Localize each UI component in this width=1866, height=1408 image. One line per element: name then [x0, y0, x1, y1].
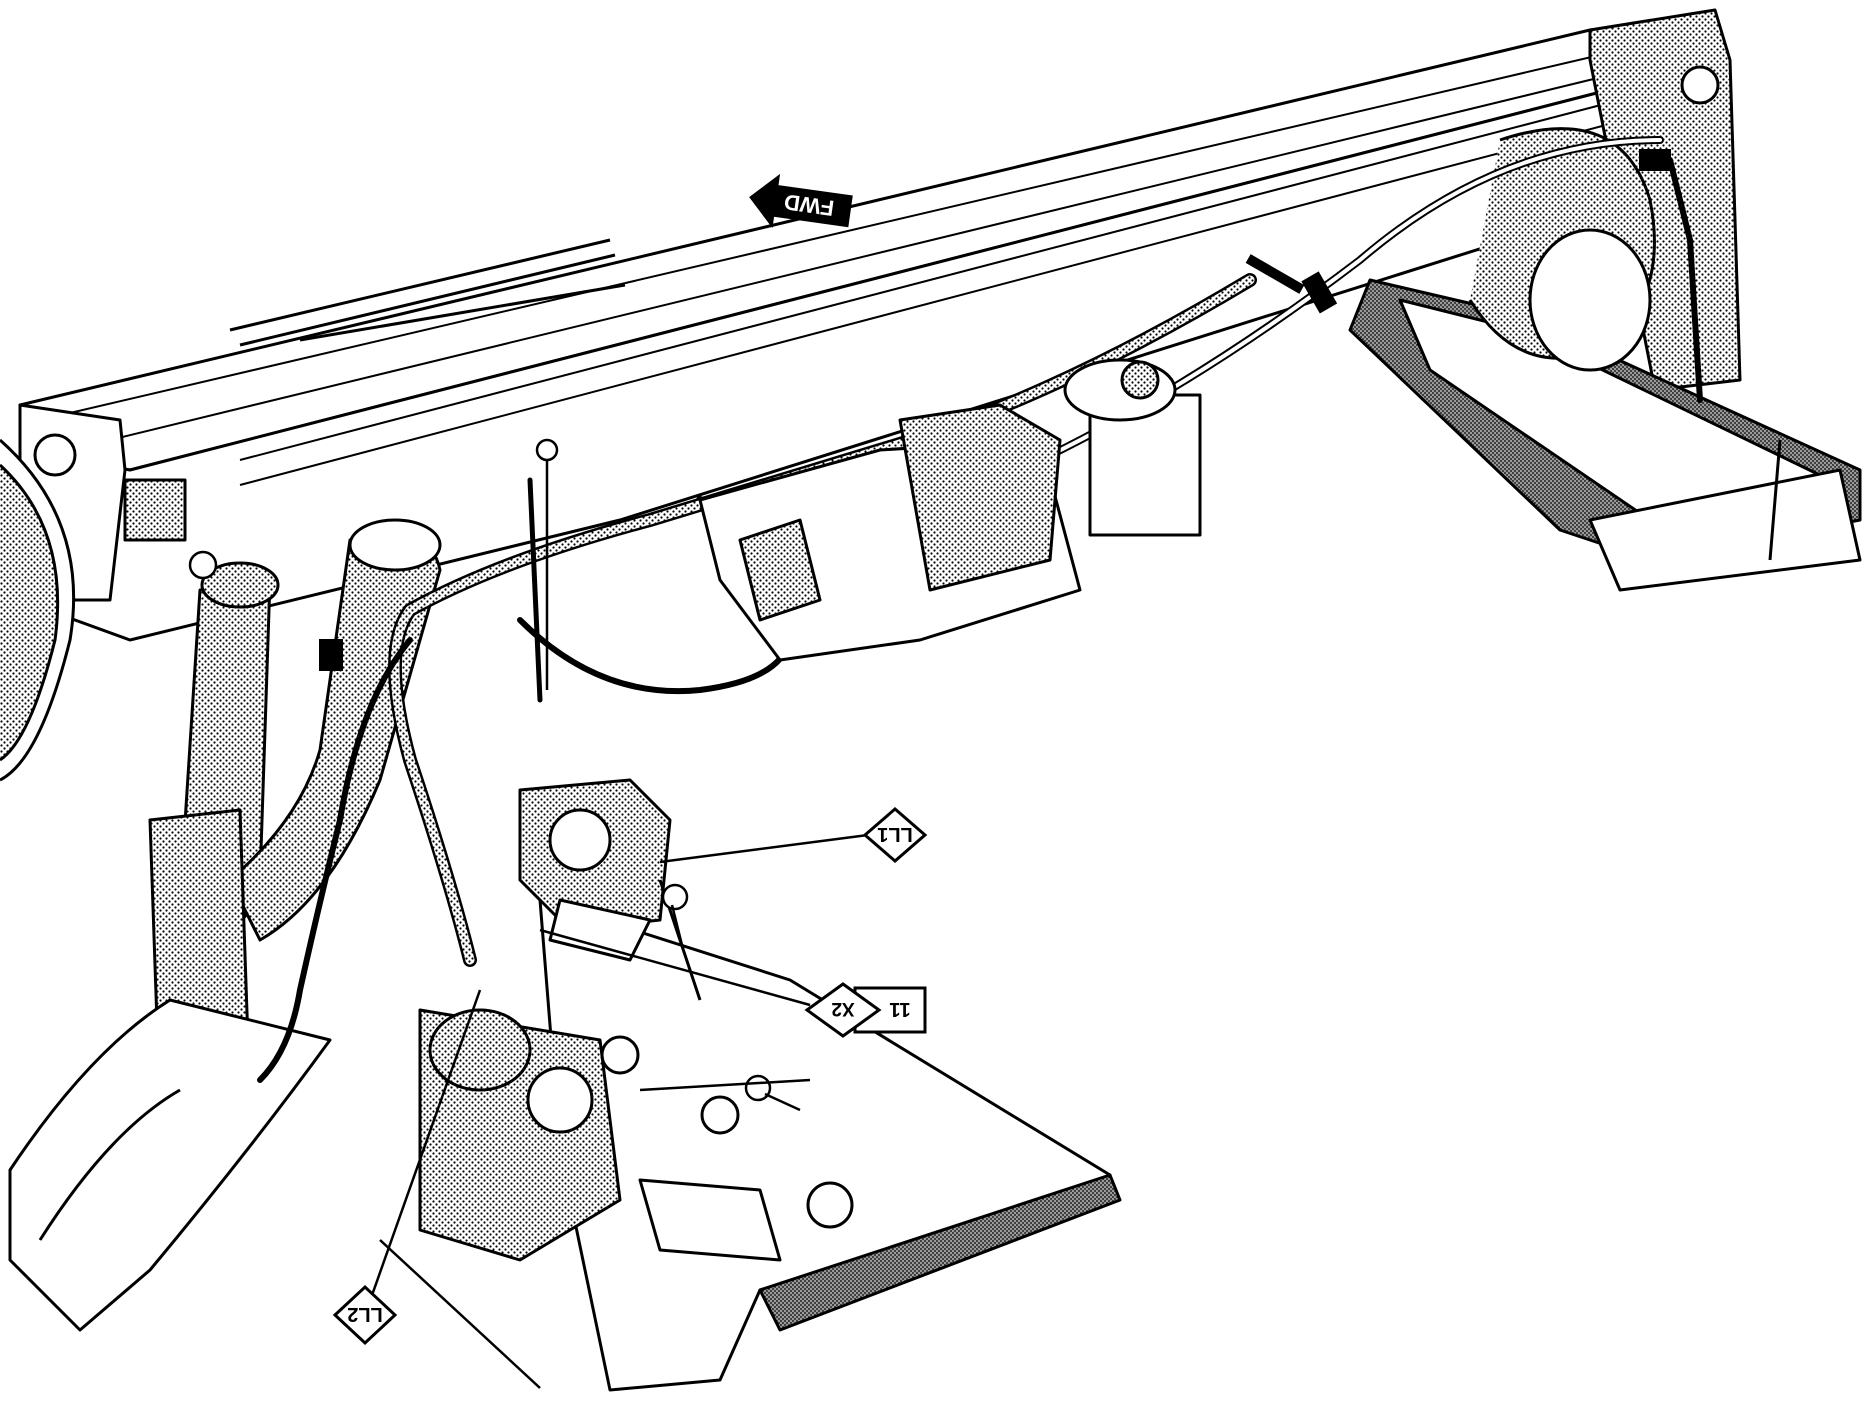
- callout-leaders: [363, 833, 869, 1389]
- upper-frame-rail: [229, 238, 626, 347]
- callout-x2-text: X2: [831, 998, 854, 1019]
- cross-member-beam: [18, 8, 1742, 642]
- bottom-frame-rail: [538, 898, 1122, 1392]
- callout-x2: X2 11: [804, 982, 927, 1038]
- right-wheel-area: [1468, 65, 1720, 372]
- callout-x2-tag: 11: [889, 998, 910, 1020]
- forward-arrow-icon: [749, 173, 853, 229]
- bolt-hardware: [188, 438, 801, 1112]
- fwd-direction-arrow: FWD: [749, 173, 853, 229]
- callout-ll2: LL2: [332, 1284, 398, 1346]
- callout-ll2-text: LL2: [347, 1303, 383, 1325]
- bolt-icon-4: [535, 438, 559, 690]
- lower-channel-frame: [1348, 278, 1862, 592]
- bolt-icon-3: [188, 550, 218, 580]
- ll2-motor-assembly: [418, 1008, 782, 1262]
- callout-ll1-text: LL1: [877, 823, 913, 845]
- left-strut-hoses: [8, 518, 442, 1332]
- bolt-icon-1: [661, 883, 689, 946]
- left-wheel-hub: [0, 433, 77, 782]
- ll1-relay-assembly: [518, 778, 702, 1001]
- relay-bracket: [698, 358, 1202, 662]
- callout-ll1: LL1: [862, 807, 928, 863]
